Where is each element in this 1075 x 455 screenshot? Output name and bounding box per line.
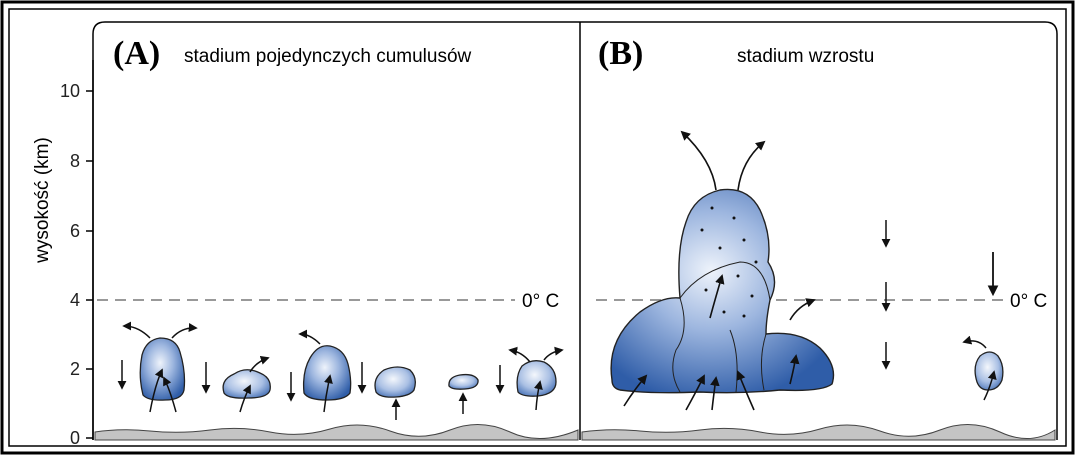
cumulus-cloud-4: [375, 367, 415, 397]
outflow-arrow: [964, 341, 986, 348]
y-tick-label-10: 10: [60, 81, 80, 101]
y-tick-label-6: 6: [70, 221, 80, 241]
y-tick-label-4: 4: [70, 290, 80, 310]
outflow-arrow: [172, 328, 196, 338]
small-cumulus-cloud: [975, 352, 1003, 390]
cumulus-cloud-6: [517, 361, 556, 397]
panel-b-title: stadium wzrostu: [737, 46, 874, 67]
panel-b-clouds: [611, 132, 1003, 410]
y-axis-tick-labels: 0 2 4 6 8 10: [60, 81, 80, 448]
y-tick-label-8: 8: [70, 151, 80, 171]
outflow-arrow: [682, 132, 716, 190]
outflow-arrow: [510, 350, 530, 362]
outflow-arrow: [790, 300, 814, 320]
panel-a-letter: (A): [113, 35, 160, 72]
ground-strip-b: [582, 424, 1055, 440]
y-tick-label-2: 2: [70, 359, 80, 379]
outflow-arrow: [544, 350, 562, 360]
panel-a-title: stadium pojedynczych cumulusów: [184, 46, 472, 67]
ground-strip-a: [95, 424, 578, 440]
y-tick-label-0: 0: [70, 428, 80, 448]
cumulus-cloud-1: [140, 338, 184, 400]
panel-b-letter: (B): [598, 35, 643, 72]
isotherm-label-b: 0° C: [1010, 291, 1047, 312]
growing-cumulus-tower: [611, 189, 833, 392]
y-axis-ticks: [86, 91, 93, 438]
cumulus-cloud-5: [449, 375, 478, 390]
outflow-arrow: [124, 326, 150, 338]
panel-a-clouds: [122, 326, 562, 420]
isotherm-label-a: 0° C: [522, 291, 559, 312]
outflow-arrow: [738, 142, 764, 190]
outflow-arrow: [300, 334, 320, 344]
y-axis-label: wysokość (km): [32, 137, 53, 264]
